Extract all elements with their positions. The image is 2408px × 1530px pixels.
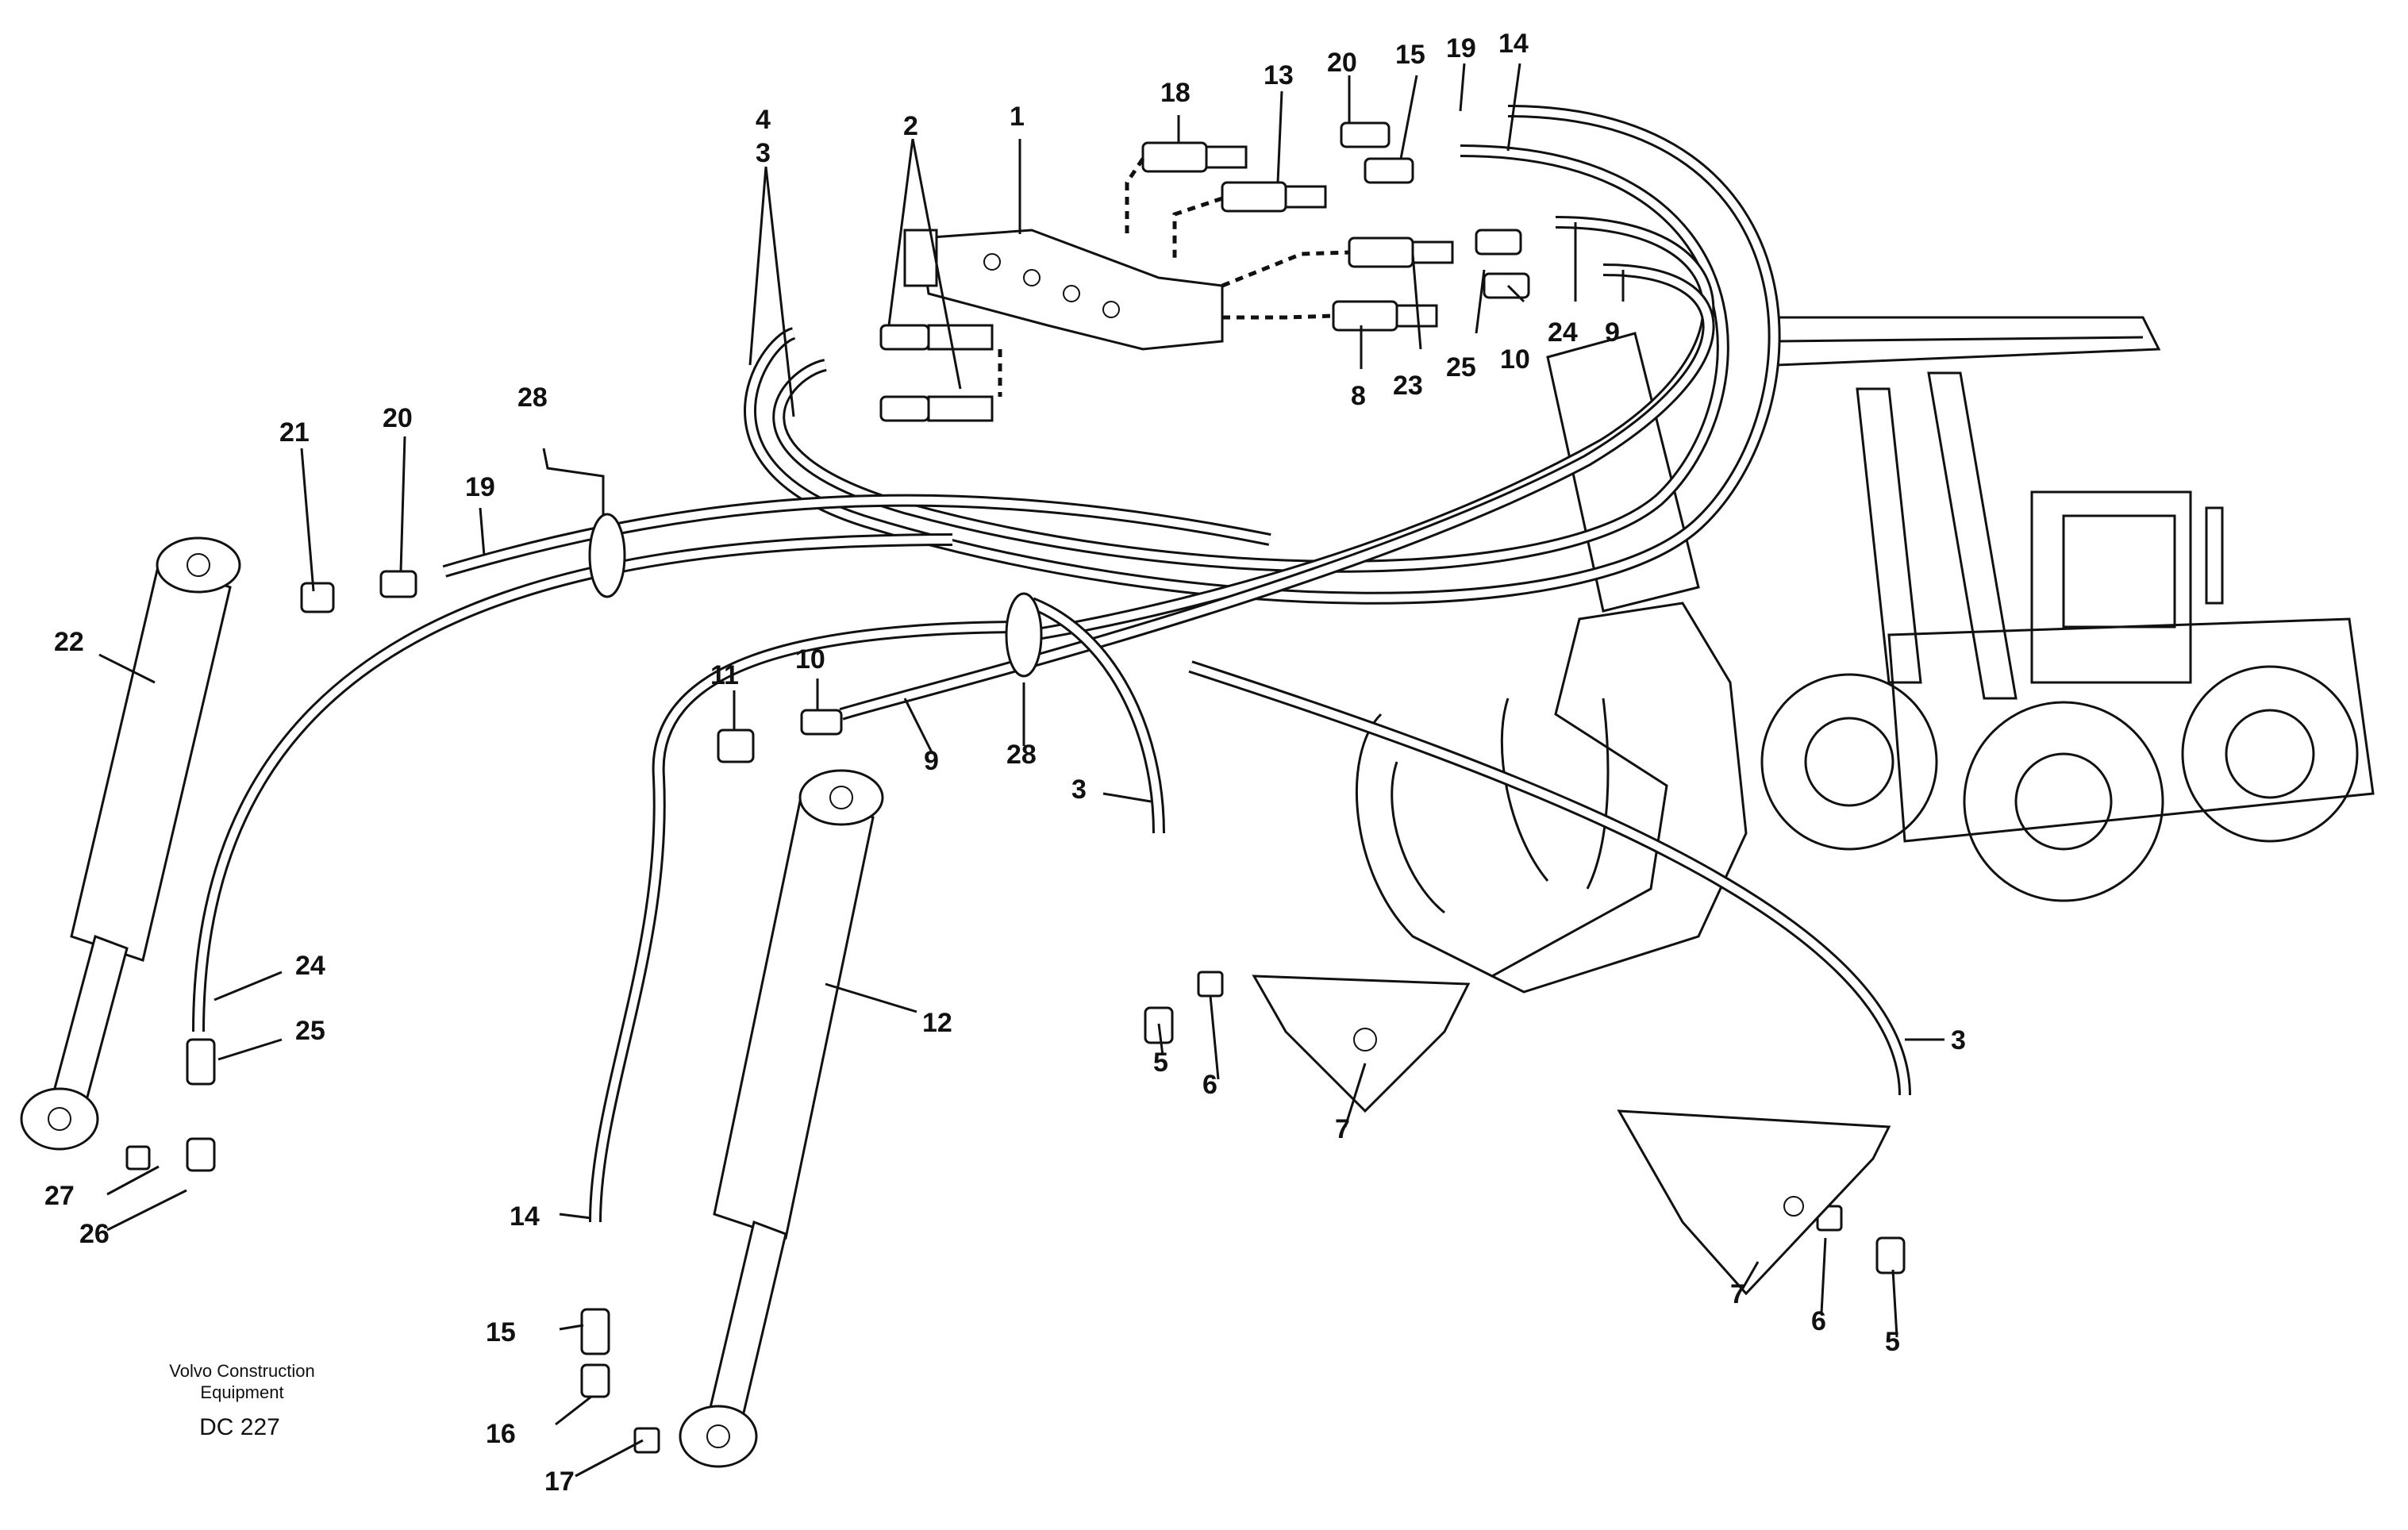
cylinder-22-left [20, 536, 241, 1151]
callout-3-center: 3 [1071, 775, 1087, 805]
callout-9-center: 9 [924, 746, 939, 776]
top-fittings [879, 121, 1530, 422]
callout-1: 1 [1010, 102, 1025, 132]
callout-12: 12 [922, 1008, 952, 1038]
callout-9: 9 [1605, 317, 1620, 348]
callout-24-left: 24 [295, 951, 325, 981]
callout-3-right: 3 [1951, 1025, 1966, 1055]
callout-27: 27 [44, 1181, 75, 1211]
callout-20: 20 [1327, 48, 1357, 78]
callout-13: 13 [1264, 60, 1294, 90]
callout-6: 6 [1202, 1070, 1217, 1100]
publisher-credit: Volvo Construction Equipment DC 227 [169, 1361, 314, 1440]
callout-28: 28 [517, 382, 548, 413]
bracket-center [1252, 975, 1471, 1113]
callout-2: 2 [903, 111, 918, 141]
bracket-right [1617, 1109, 1891, 1296]
callout-28-center: 28 [1006, 740, 1037, 770]
callout-16: 16 [486, 1419, 516, 1449]
callout-14: 14 [1498, 29, 1529, 59]
callout-19: 19 [1446, 33, 1476, 63]
callout-18: 18 [1160, 78, 1191, 108]
callout-14-bottom: 14 [510, 1201, 540, 1232]
callout-25-left: 25 [295, 1016, 325, 1046]
callout-8: 8 [1351, 381, 1366, 411]
callout-22: 22 [54, 627, 84, 657]
drawing-code: DC 227 [199, 1414, 280, 1440]
callout-7: 7 [1335, 1114, 1350, 1144]
callout-26: 26 [79, 1219, 110, 1249]
callout-7-right: 7 [1730, 1279, 1745, 1309]
wheel-loader-machine [1546, 316, 2375, 902]
callout-5-right: 5 [1885, 1327, 1900, 1357]
callout-4: 4 [756, 105, 771, 135]
callout-10: 10 [1500, 344, 1530, 375]
credit-line-1: Volvo Construction [169, 1361, 314, 1381]
leader-lines [98, 63, 1944, 1478]
callout-15: 15 [1395, 40, 1425, 70]
callout-15-bottom: 15 [486, 1317, 516, 1347]
callout-25: 25 [1446, 352, 1476, 382]
callout-24: 24 [1548, 317, 1578, 348]
callout-19-left: 19 [465, 472, 495, 502]
callout-23: 23 [1393, 371, 1423, 401]
callout-6-right: 6 [1811, 1306, 1826, 1336]
credit-line-2: Equipment [200, 1382, 283, 1402]
callout-labels: 1 2 4 3 18 13 20 15 19 14 8 23 25 10 24 … [44, 29, 1966, 1497]
log-grapple [1356, 602, 1748, 994]
callout-5: 5 [1153, 1048, 1168, 1078]
control-valve-block [903, 229, 1224, 351]
cylinder-fittings [125, 570, 1906, 1454]
callout-20-left: 20 [383, 403, 413, 433]
hoses [192, 105, 1911, 1223]
cylinder-12-center [679, 769, 884, 1468]
callout-21: 21 [279, 417, 310, 448]
callout-10-center: 10 [795, 644, 825, 675]
hose-clamps [588, 513, 1043, 678]
callout-11: 11 [710, 660, 739, 690]
callout-3: 3 [756, 138, 771, 168]
callout-17: 17 [544, 1467, 575, 1497]
